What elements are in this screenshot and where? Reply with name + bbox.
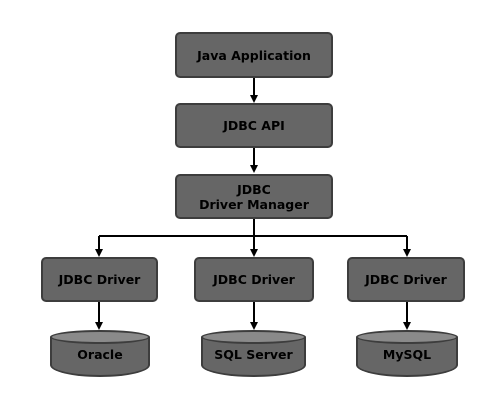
jdbc-driver-label-3: JDBC Driver [365,272,447,287]
sql-server-label: SQL Server [214,347,293,362]
java-application-node: Java Application [175,32,333,78]
oracle-database: Oracle [50,330,150,378]
oracle-label: Oracle [77,347,123,362]
jdbc-driver-label-2: JDBC Driver [213,272,295,287]
database-top [356,330,458,344]
jdbc-api-node: JDBC API [175,103,333,148]
sql-server-database: SQL Server [201,330,306,378]
database-top [50,330,150,344]
database-body [356,337,458,377]
jdbc-driver-node-2: JDBC Driver [194,257,314,302]
java-application-label: Java Application [197,47,311,63]
database-top [201,330,306,344]
jdbc-api-label: JDBC API [223,118,285,133]
driver-manager-node: JDBC Driver Manager [175,174,333,219]
jdbc-driver-label-1: JDBC Driver [58,272,141,287]
mysql-label: MySQL [382,347,432,362]
driver-manager-label-line-1: JDBC [237,181,271,197]
jdbc-driver-node-1: JDBC Driver [41,257,158,302]
mysql-database: MySQL [356,330,458,378]
driver-manager-label-line-2: Driver Manager [199,196,309,212]
jdbc-driver-node-3: JDBC Driver [347,257,465,302]
